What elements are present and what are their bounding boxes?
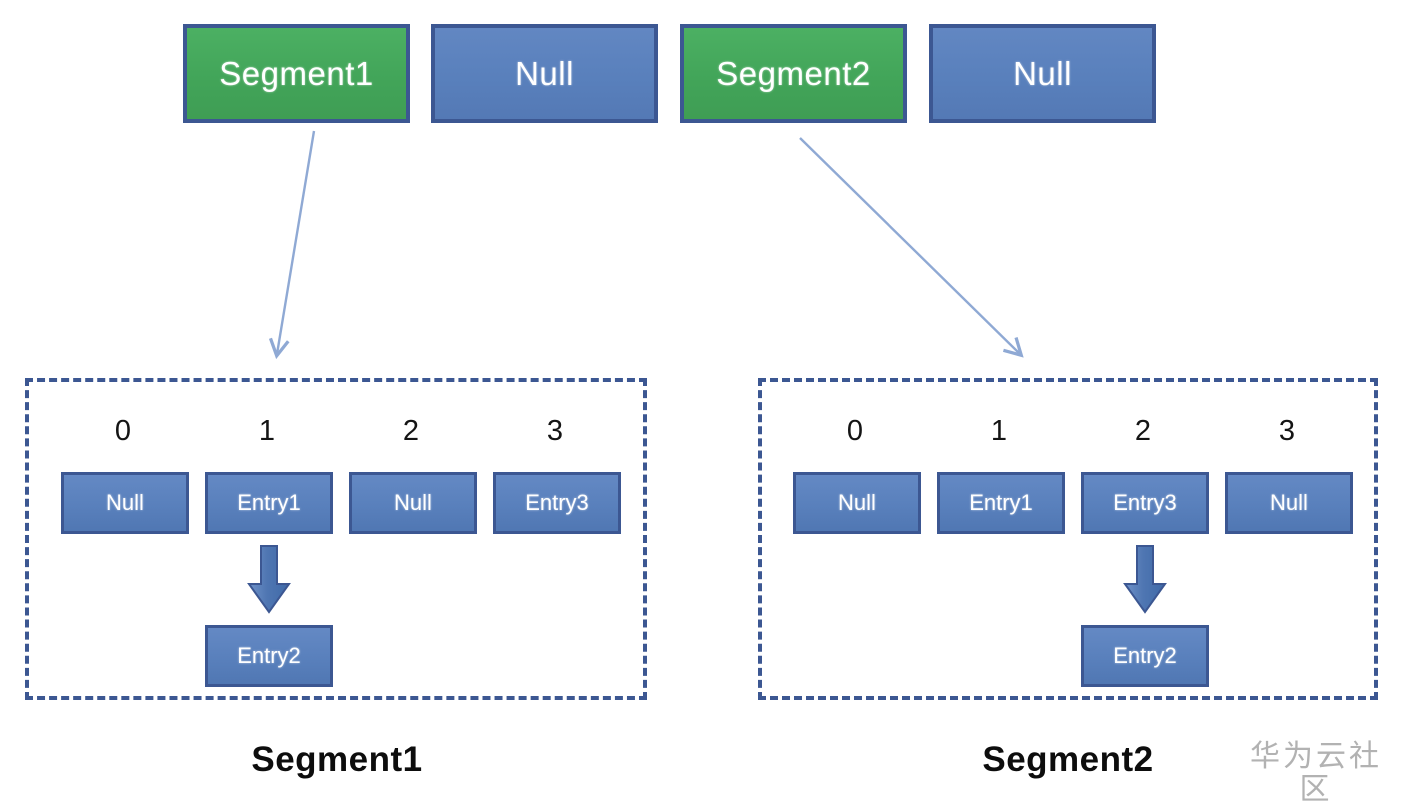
segment-2-chain-node-label: Entry2 <box>1113 643 1177 668</box>
segment-box-2: 0 1 2 3 Null Entry1 Entry3 Null <box>758 378 1378 700</box>
segment-1-bucket-3[interactable]: Entry3 <box>493 472 621 534</box>
connector-segment1 <box>268 130 316 360</box>
segment-1-index-0: 0 <box>114 415 132 447</box>
watermark: 华为云社区 bbs.huaweicloud.com <box>1236 740 1396 806</box>
segment-2-index-2: 2 <box>1134 415 1152 447</box>
segment-1-chain-node[interactable]: Entry2 <box>205 625 333 687</box>
segment-2-bucket-2[interactable]: Entry3 <box>1081 472 1209 534</box>
segment-array-cell-1[interactable]: Null <box>431 24 658 123</box>
segment-2-chain-node[interactable]: Entry2 <box>1081 625 1209 687</box>
segment-2-chain-arrow <box>1123 545 1167 614</box>
segment-1-chain-node-label: Entry2 <box>237 643 301 668</box>
segment-1-caption: Segment1 <box>251 740 423 779</box>
segment-1-bucket-1-label: Entry1 <box>237 490 301 515</box>
segment-array-cell-3[interactable]: Null <box>929 24 1156 123</box>
segment-2-bucket-0[interactable]: Null <box>793 472 921 534</box>
segment-2-caption: Segment2 <box>982 740 1154 779</box>
segment-array-cell-0-label: Segment1 <box>219 54 374 92</box>
segment-2-bucket-3-label: Null <box>1270 490 1308 515</box>
segment-1-bucket-1[interactable]: Entry1 <box>205 472 333 534</box>
segment-2-bucket-1[interactable]: Entry1 <box>937 472 1065 534</box>
segment-2-index-0: 0 <box>846 415 864 447</box>
segment-1-bucket-0[interactable]: Null <box>61 472 189 534</box>
segment-array-cell-3-label: Null <box>1013 54 1072 92</box>
segment-2-index-3: 3 <box>1278 415 1296 447</box>
segment-1-bucket-2[interactable]: Null <box>349 472 477 534</box>
segment-2-bucket-1-label: Entry1 <box>969 490 1033 515</box>
segment-1-index-1: 1 <box>258 415 276 447</box>
watermark-cn-text: 华为云社区 <box>1250 740 1382 806</box>
segment-1-bucket-2-label: Null <box>394 490 432 515</box>
segment-2-bucket-3[interactable]: Null <box>1225 472 1353 534</box>
segment-1-chain-arrow <box>247 545 291 614</box>
segment-box-1: 0 1 2 3 Null Entry1 Null Entry3 <box>25 378 647 700</box>
segment-1-bucket-3-label: Entry3 <box>525 490 589 515</box>
segment-1-bucket-0-label: Null <box>106 490 144 515</box>
segment-2-bucket-2-label: Entry3 <box>1113 490 1177 515</box>
segment-2-bucket-0-label: Null <box>838 490 876 515</box>
segment-array-cell-2[interactable]: Segment2 <box>680 24 907 123</box>
segment-1-index-2: 2 <box>402 415 420 447</box>
segment-array-cell-2-label: Segment2 <box>716 54 871 92</box>
segment-array-cell-1-label: Null <box>515 54 574 92</box>
segment-1-index-3: 3 <box>546 415 564 447</box>
connector-segment2 <box>799 137 1024 358</box>
segment-2-index-1: 1 <box>990 415 1008 447</box>
segment-array-cell-0[interactable]: Segment1 <box>183 24 410 123</box>
